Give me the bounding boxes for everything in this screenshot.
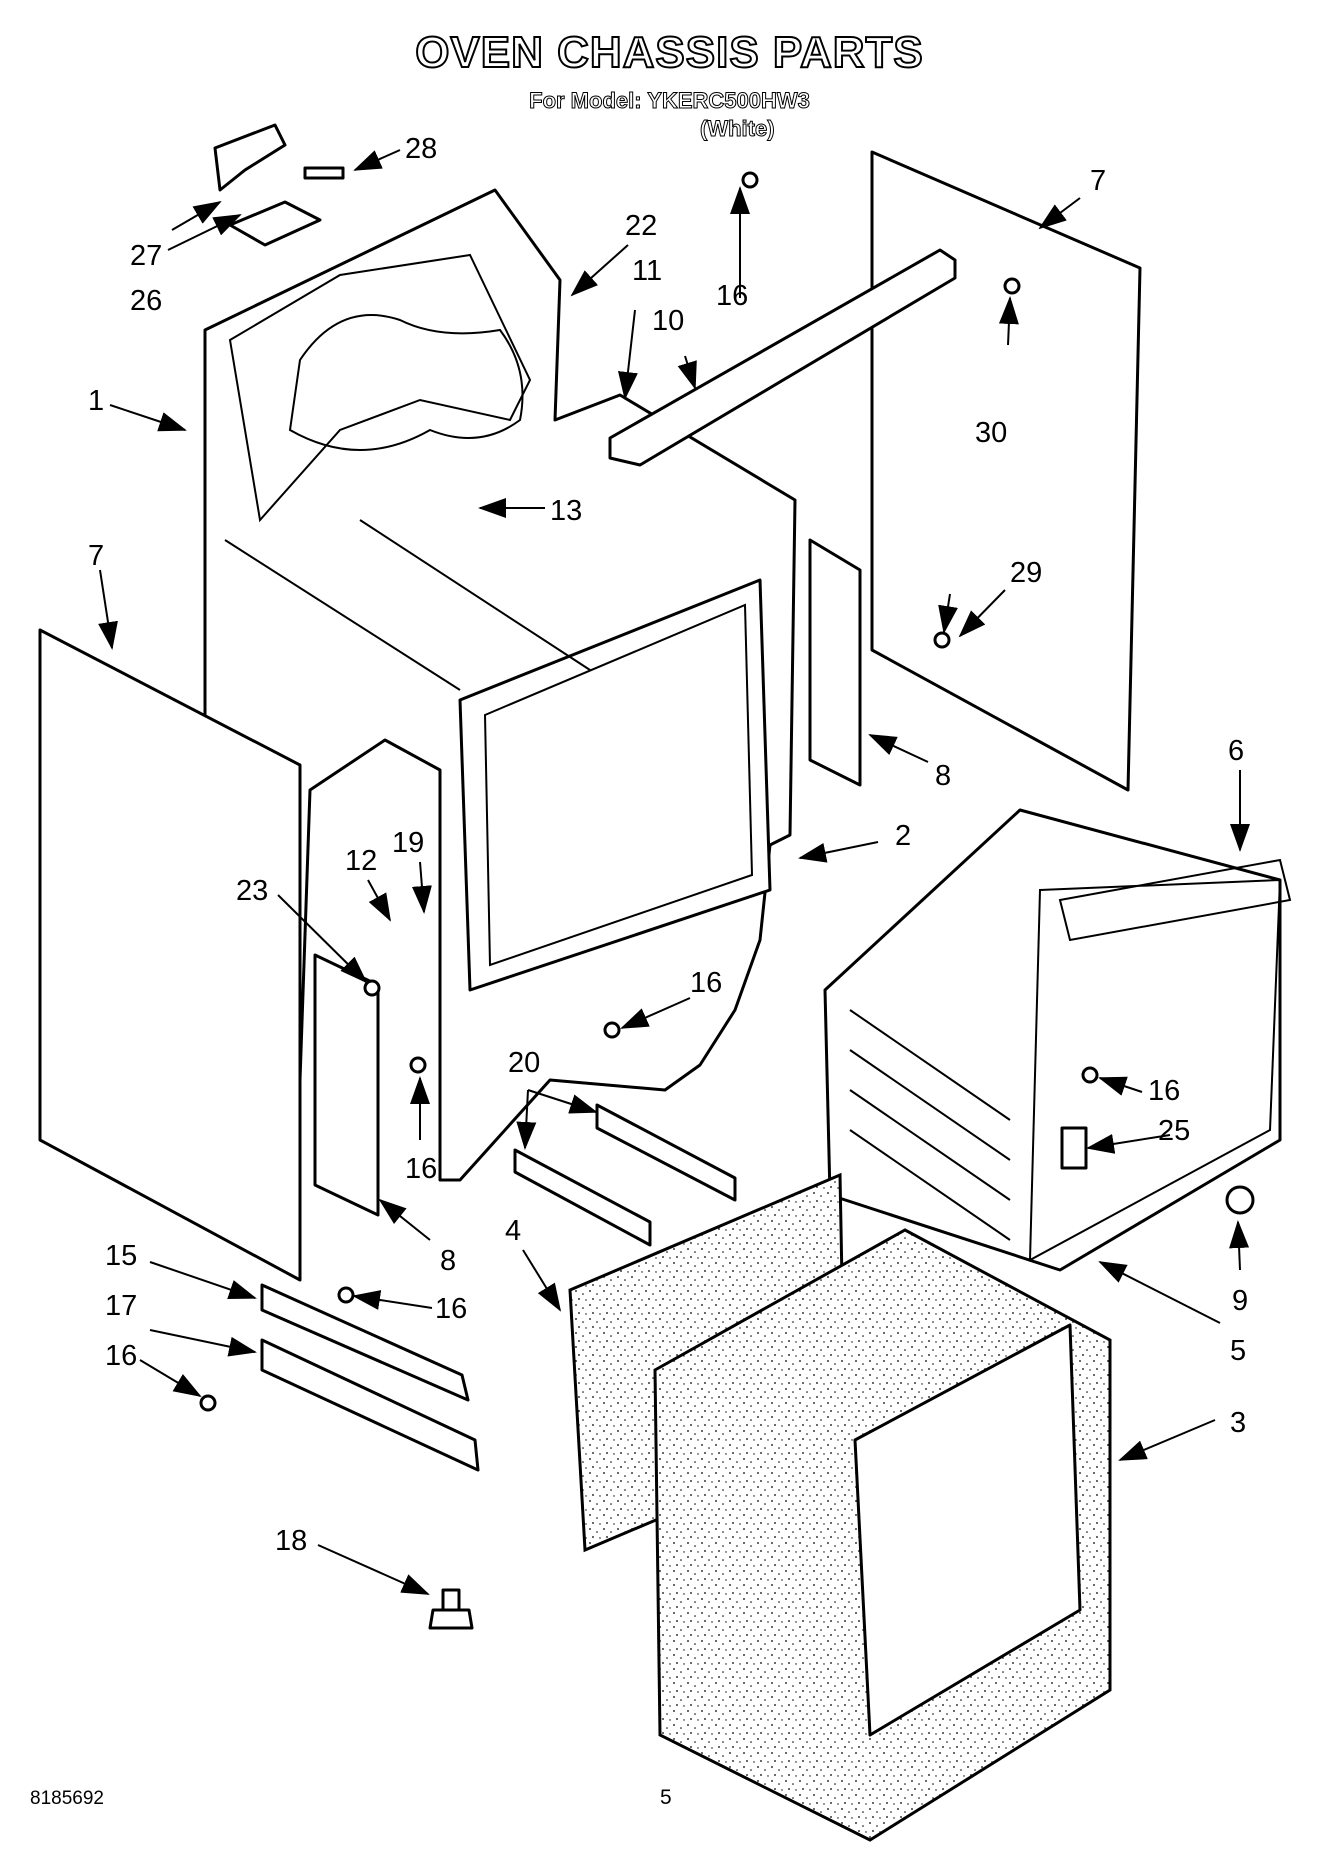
callout-16-d: 16 [435,1293,467,1325]
model-line: For Model: YKERC500HW3 [529,88,811,114]
callout-8-left: 8 [440,1245,456,1277]
screw-set [199,171,1255,1412]
callout-16-c: 16 [690,967,722,999]
page-title: OVEN CHASSIS PARTS [414,27,924,78]
callout-28: 28 [405,133,437,165]
rear-brace-bar [608,248,957,467]
document-number: 8185692 [30,1788,104,1809]
side-panel-left [38,628,302,1282]
callout-19: 19 [392,827,424,859]
callout-4: 4 [505,1215,521,1247]
callout-29: 29 [1010,557,1042,589]
toe-rail-lower [260,1338,480,1472]
small-parts-top-left [213,123,345,247]
callout-9: 9 [1232,1285,1248,1317]
leader-lines [98,149,1250,1595]
callout-2: 2 [895,820,911,852]
callout-30: 30 [975,417,1007,449]
callout-13: 13 [550,495,582,527]
bracket-upper [595,1103,737,1202]
callout-15: 15 [105,1240,137,1272]
page-number: 5 [660,1786,672,1809]
toe-rail-upper [260,1283,470,1402]
callout-7-right: 7 [1090,165,1106,197]
callout-25: 25 [1158,1115,1190,1147]
callout-5: 5 [1230,1335,1246,1367]
callout-27: 27 [130,240,162,272]
callout-11: 11 [632,255,662,287]
color-line: (White) [700,116,776,142]
callout-8-right: 8 [935,760,951,792]
callout-23: 23 [236,875,268,907]
callout-16-f: 16 [1148,1075,1180,1107]
callout-16-a: 16 [716,280,748,312]
bracket-lower [513,1148,652,1247]
callout-12: 12 [345,845,377,877]
leveling-leg [428,1588,474,1630]
callout-17: 17 [105,1290,137,1322]
callout-16-b: 16 [405,1153,437,1185]
callout-26: 26 [130,285,162,317]
callout-16-e: 16 [105,1340,137,1372]
callout-18: 18 [275,1525,307,1557]
callout-7-left: 7 [88,540,104,572]
callout-22: 22 [625,210,657,242]
callout-labels: 1 2 3 4 5 6 7 7 8 8 9 10 11 12 13 15 16 … [88,133,1248,1557]
callout-1: 1 [88,385,104,417]
rear-strip-right [808,538,862,787]
callout-6: 6 [1228,735,1244,767]
callout-20: 20 [508,1047,540,1079]
side-panel-right [870,150,1142,792]
callout-10: 10 [652,305,684,337]
oven-cavity [823,808,1292,1272]
insulation-wrap-front [653,1228,1112,1842]
callout-3: 3 [1230,1407,1246,1439]
